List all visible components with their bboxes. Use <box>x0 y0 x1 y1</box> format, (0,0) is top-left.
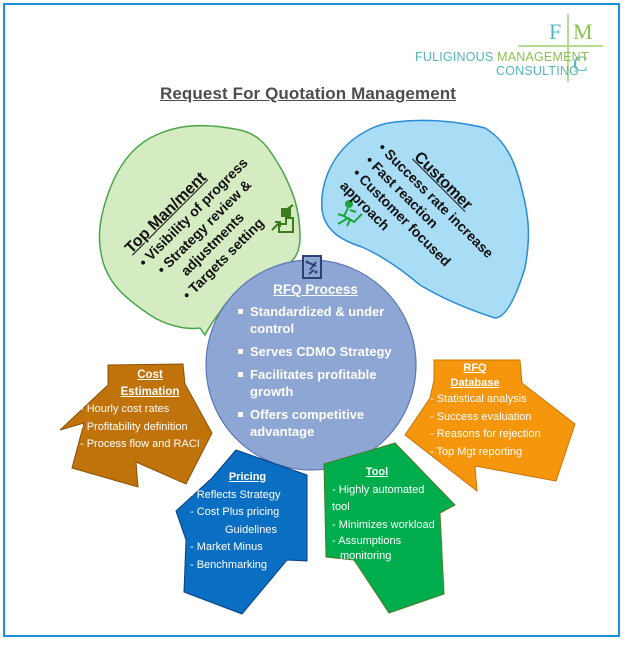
process-document-icon <box>302 255 322 279</box>
rfq-process-list: Standardized & under control Serves CDMO… <box>238 303 398 440</box>
pricing-item: Guidelines <box>225 523 277 536</box>
logo-company-name: FULIGINOUS MANAGEMENT <box>415 50 589 64</box>
pricing-item: - Benchmarking <box>190 558 268 571</box>
tool-item: tool <box>332 501 350 513</box>
rfq-process-block: RFQ Process Standardized & under control… <box>238 282 398 446</box>
rfq-database-item: - Reasons for rejection <box>430 428 541 440</box>
page-title: Request For Quotation Management <box>160 84 456 103</box>
logo-divider-horizontal <box>518 45 603 47</box>
tool-item: - Minimizes workload <box>332 518 435 531</box>
logo-letter-m: M <box>573 19 593 44</box>
diagram-frame <box>3 3 620 637</box>
growth-stairs-icon <box>271 204 294 233</box>
pricing-heading: Pricing <box>228 471 267 483</box>
rfq-process-item: Serves CDMO Strategy <box>238 343 398 360</box>
pricing-item: - Market Minus <box>190 541 263 553</box>
tool-shape <box>323 442 456 614</box>
rfq-database-block: RFQ Database - Statistical analysis - Su… <box>430 361 541 461</box>
rfq-database-item: - Top Mgt reporting <box>430 445 523 458</box>
rfq-database-shape <box>404 359 576 493</box>
tool-item: - Assumptions <box>332 535 402 547</box>
rfq-process-item: Facilitates profitable growth <box>238 366 398 400</box>
rfq-process-heading: RFQ Process <box>273 282 358 297</box>
rfq-process-item: Standardized & under control <box>238 303 398 337</box>
cost-estimation-heading-line1: Cost <box>137 369 163 381</box>
tool-item: - Highly automated <box>332 483 425 496</box>
logo-letter-c: C <box>573 51 588 76</box>
running-person-growth-icon <box>337 200 363 227</box>
logo-word-consulting: CONSULTING <box>496 64 580 78</box>
tool-item: monitoring <box>340 550 392 562</box>
rfq-database-item: - Success evaluation <box>430 410 532 423</box>
tool-heading: Tool <box>365 466 389 478</box>
pricing-item: - Reflects Strategy <box>190 488 281 501</box>
customer-shape <box>321 119 530 319</box>
logo-divider-vertical <box>567 14 569 82</box>
logo-word-management: MANAGEMENT <box>497 50 589 64</box>
cost-estimation-block: Cost Estimation - Hourly cost rates - Pr… <box>80 367 220 454</box>
cost-estimation-shape <box>59 363 213 488</box>
cost-estimation-heading-line2: Estimation <box>120 386 180 398</box>
cost-estimation-item: - Process flow and RACI <box>80 438 200 450</box>
cost-estimation-item: - Hourly cost rates <box>80 403 170 415</box>
pricing-block: Pricing - Reflects Strategy - Cost Plus … <box>190 469 305 574</box>
tool-block: Tool - Highly automated tool - Minimizes… <box>332 464 435 564</box>
rfq-process-item: Offers competitive advantage <box>238 406 398 440</box>
rfq-database-heading-line2: Database <box>450 377 500 389</box>
rfq-database-item: - Statistical analysis <box>430 393 527 405</box>
pricing-item: - Cost Plus pricing <box>190 506 280 518</box>
logo-word-fuliginous: FULIGINOUS <box>415 50 498 64</box>
rfq-database-heading-line1: RFQ <box>463 362 487 374</box>
cost-estimation-item: - Profitability definition <box>80 420 188 433</box>
logo-letter-f: F <box>549 19 562 44</box>
pricing-shape <box>175 449 308 615</box>
